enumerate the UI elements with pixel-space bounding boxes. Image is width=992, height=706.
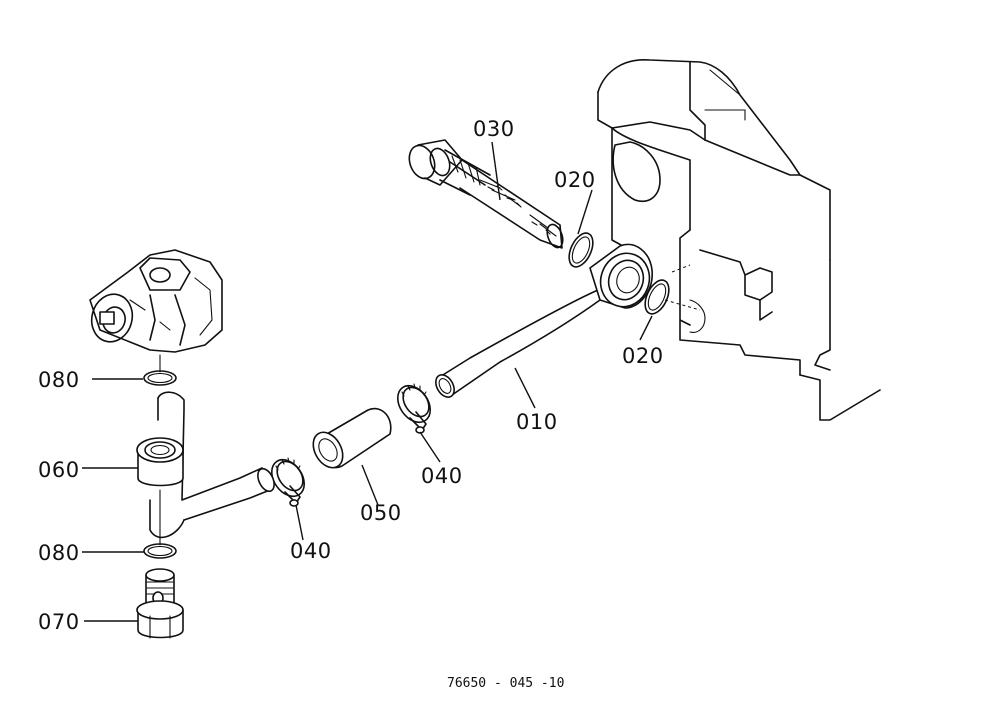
- callout-050: 050: [360, 501, 402, 525]
- engine-block: [597, 59, 881, 421]
- callout-060: 060: [38, 458, 80, 482]
- callout-070: 070: [38, 610, 80, 634]
- callout-020-lower: 020: [622, 344, 664, 368]
- callout-030: 030: [473, 117, 515, 141]
- callout-080-lower: 080: [38, 541, 80, 565]
- hydraulic-pump: [89, 249, 223, 353]
- leader-lines: [82, 141, 653, 622]
- banjo-fitting-060: [136, 437, 184, 487]
- drawing-number: 76650 - 045 -10: [447, 676, 564, 691]
- callout-040-lower: 040: [290, 539, 332, 563]
- strainer-030: [408, 139, 564, 249]
- callout-040-upper: 040: [421, 464, 463, 488]
- hose-clamp-040-upper: [396, 383, 432, 434]
- suction-pipe-010: [435, 243, 653, 398]
- o-ring-080-lower: [143, 543, 177, 559]
- callout-010: 010: [516, 410, 558, 434]
- o-ring-020-upper: [568, 232, 594, 268]
- banjo-bolt-070: [136, 568, 184, 639]
- callout-020-upper: 020: [554, 168, 596, 192]
- hose-clamp-040-lower: [270, 457, 306, 507]
- callout-080-upper: 080: [38, 368, 80, 392]
- o-ring-080-upper: [143, 370, 177, 386]
- rubber-hose-050: [312, 407, 392, 469]
